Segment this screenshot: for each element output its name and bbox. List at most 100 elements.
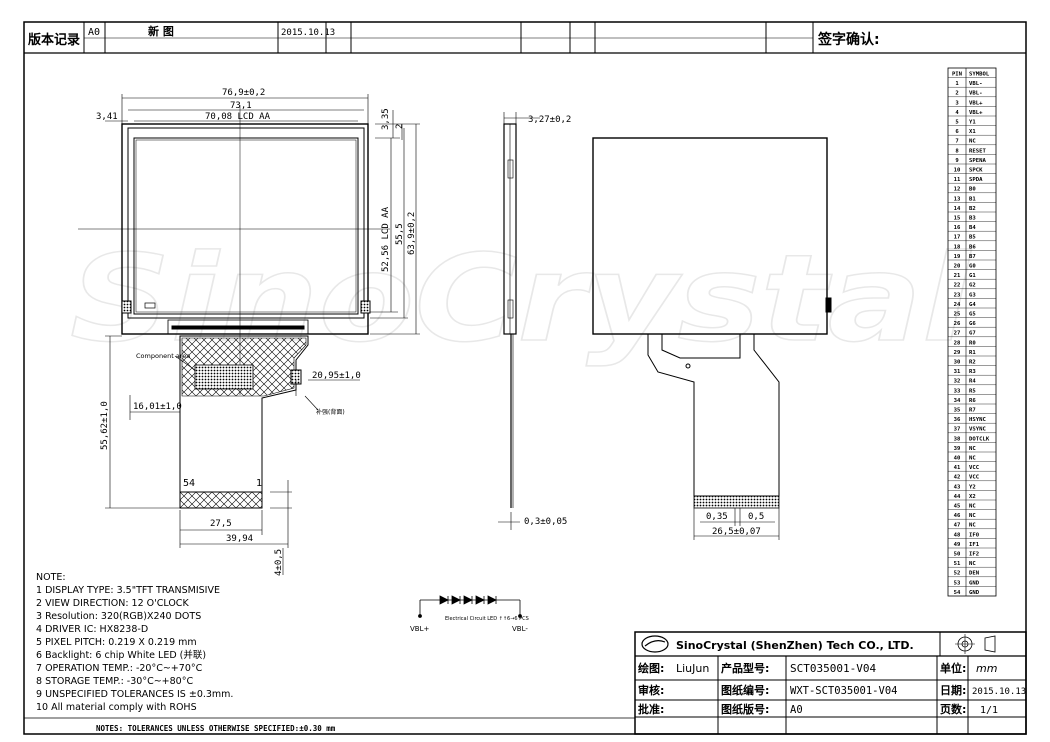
dim-fpc-thickness: 0,3±0,05 (524, 517, 567, 527)
pin-table-row-symbol: R4 (969, 379, 976, 385)
pin-table-row-symbol: DOTCLK (969, 436, 990, 442)
pin-table-header-symbol: SYMBOL (969, 72, 990, 78)
pin-table-row-symbol: IF2 (969, 552, 979, 558)
pin-table-row-symbol: B4 (969, 225, 976, 231)
pin-table-row-pin: 49 (954, 542, 961, 548)
confirm-label: 签字确认: (817, 31, 880, 48)
drawing-no-value: WXT-SCT035001-V04 (790, 685, 897, 697)
pin-table-row-pin: 32 (954, 379, 961, 385)
note-item: 2 VIEW DIRECTION: 12 O'CLOCK (36, 598, 189, 609)
pin-table-row-symbol: G5 (969, 312, 976, 318)
pin-table-row-pin: 13 (954, 196, 961, 202)
pin-table-row-symbol: X1 (969, 129, 976, 135)
pin-table-row-symbol: SPENA (969, 158, 986, 164)
checked-label: 审核: (638, 683, 664, 697)
notes-block: NOTE: 1 DISPLAY TYPE: 3.5"TFT TRANSMISIV… (36, 572, 336, 733)
pin-table-row-pin: 52 (954, 571, 961, 577)
note-item: 10 All material comply with ROHS (36, 702, 197, 713)
drawing-rev-value: A0 (790, 704, 803, 716)
pin-table-row-symbol: B3 (969, 216, 976, 222)
pin-table-row-symbol: VBL- (969, 81, 982, 87)
pin-table-row-symbol: B7 (969, 254, 976, 260)
pin-table-row-symbol: GND (969, 580, 980, 586)
pin-table-row-symbol: X2 (969, 494, 976, 500)
pin-table-row-pin: 18 (954, 244, 961, 250)
circuit-labels: Electrical Circuit LED ↑↑6→6 PCS VBL+ VB… (410, 616, 529, 633)
pin-table-row-symbol: B2 (969, 206, 976, 212)
pin-table-row-symbol: SPDA (969, 177, 983, 183)
note-item: 7 OPERATION TEMP.: -20°C~+70°C (36, 663, 203, 674)
pin-table-row-symbol: DEN (969, 571, 980, 577)
note-item: 4 DRIVER IC: HX8238-D (36, 624, 148, 635)
pin-table-row-symbol: G2 (969, 283, 976, 289)
pin-table-row-pin: 34 (954, 398, 961, 404)
notes-footer: NOTES: TOLERANCES UNLESS OTHERWISE SPECI… (96, 724, 336, 733)
pin-table-row-pin: 1 (955, 81, 959, 87)
pin-table-row-symbol: RESET (969, 148, 986, 154)
pin-table-row-pin: 26 (954, 321, 961, 327)
notes-title: NOTE: (36, 572, 66, 583)
pin-table-row-symbol: R1 (969, 350, 976, 356)
pin-table-row-symbol: VBL+ (969, 110, 983, 116)
note-item: 6 Backlight: 6 chip White LED (并联) (36, 649, 206, 661)
pin-table-row-pin: 16 (954, 225, 961, 231)
date-value: 2015.10.13 (972, 687, 1026, 697)
pin-table-row-pin: 48 (954, 532, 961, 538)
pin-table-row-pin: 36 (954, 417, 961, 423)
pin-table-row-symbol: R7 (969, 408, 976, 414)
back-dimension-labels: 0,35 0,5 26,5±0,07 (706, 512, 764, 537)
pin-table-row-pin: 27 (954, 331, 961, 337)
pin-table-row-pin: 15 (954, 216, 961, 222)
pin-table-row-pin: 8 (955, 148, 959, 154)
pin-first: 54 (183, 478, 195, 489)
pin-table-row-pin: 51 (954, 561, 961, 567)
dim-top-offset: 3,35 (381, 108, 391, 130)
title-block (634, 631, 1027, 735)
pin-table-row-symbol: R3 (969, 369, 976, 375)
pin-table-row-symbol: HSYNC (969, 417, 986, 423)
pin-table-row-symbol: NC (969, 456, 976, 462)
dim-pitch-b: 0,5 (748, 512, 764, 522)
pin-table-row-pin: 39 (954, 446, 961, 452)
pin-table-row-pin: 6 (955, 129, 959, 135)
pin-table-row-symbol: IF1 (969, 542, 980, 548)
circuit-diagram (418, 595, 522, 618)
note-item: 3 Resolution: 320(RGB)X240 DOTS (36, 611, 201, 622)
side-view (498, 112, 540, 530)
dim-fpc-width: 39,94 (226, 534, 253, 544)
pin-table-row-pin: 25 (954, 312, 961, 318)
pin-table-row-pin: 28 (954, 340, 961, 346)
pin-table-row-symbol: VCC (969, 475, 979, 481)
pin-table-row-pin: 54 (954, 590, 961, 596)
dim-view-width: 73,1 (230, 101, 252, 111)
circuit-right-terminal: VBL- (512, 625, 528, 633)
pin-table-row-pin: 33 (954, 388, 961, 394)
dim-thickness: 3,27±0,2 (528, 115, 571, 125)
dim-contact-width: 27,5 (210, 519, 232, 529)
pin-table-row-symbol: IF0 (969, 532, 980, 538)
dim-contact-length: 4±0,5 (274, 549, 284, 576)
pin-table-row-symbol: B5 (969, 235, 976, 241)
revision-label: 版本记录 (28, 32, 80, 48)
revision-change: 新 图 (148, 24, 174, 38)
pin-table-row-symbol: R2 (969, 360, 976, 366)
pin-table-row-pin: 9 (955, 158, 959, 164)
pin-table-row-pin: 19 (954, 254, 961, 260)
pin-table-row-pin: 38 (954, 436, 961, 442)
pin-table-row-pin: 20 (954, 264, 961, 270)
dim-lcd-aa-height: 52,56 LCD AA (381, 206, 391, 272)
pin-table-row-symbol: G4 (969, 302, 976, 308)
dim-fpc-length: 55,62±1,0 (100, 401, 110, 450)
pin-table-row-pin: 42 (954, 475, 961, 481)
dim-fpc-right: 20,95±1,0 (312, 371, 361, 381)
title-block-text: SinoCrystal (ShenZhen) Tech CO., LTD. 绘图… (638, 639, 1026, 716)
revision-bar: 版本记录 A0 新 图 2015.10.13 签字确认: (24, 22, 1026, 54)
dim-fpc-left: 16,01±1,0 (133, 402, 182, 412)
pin-table-row-symbol: VBL+ (969, 100, 983, 106)
pin-table-row-pin: 46 (954, 513, 961, 519)
approved-label: 批准: (638, 702, 664, 716)
pin-table-row-pin: 11 (954, 177, 961, 183)
back-view (592, 137, 832, 540)
dim-pitch-a: 0,35 (706, 512, 728, 522)
